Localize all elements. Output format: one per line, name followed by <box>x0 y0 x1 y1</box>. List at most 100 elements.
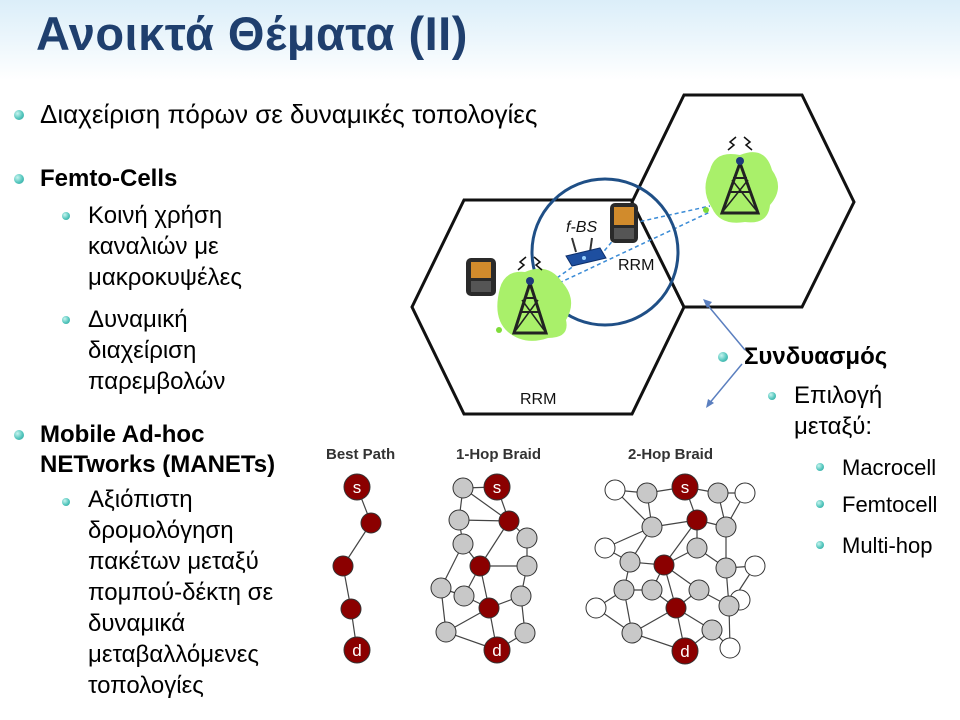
fbs-label: f-BS <box>566 219 597 236</box>
graph-node <box>636 482 658 504</box>
graph-node <box>621 622 643 644</box>
graph-nodes <box>332 473 766 665</box>
title-band <box>0 0 960 80</box>
graph-node <box>641 579 663 601</box>
text-line: μακροκυψέλες <box>88 264 242 291</box>
source-node-label: s <box>353 478 362 497</box>
text-line: τοπολογίες <box>88 672 204 699</box>
bullet-icon <box>816 463 824 471</box>
slide-title: Ανοικτά Θέματα (ΙΙ) <box>36 7 468 60</box>
path-node <box>469 555 491 577</box>
graph-node <box>688 579 710 601</box>
graph-node <box>452 533 474 555</box>
text-line: Κοινή χρήση <box>88 202 223 229</box>
bullet-icon <box>62 316 70 324</box>
graph-node <box>715 557 737 579</box>
graph-node <box>686 537 708 559</box>
bullet-resource-management: Διαχείριση πόρων σε δυναμικές τοπολογίες <box>40 99 538 129</box>
path-node <box>478 597 500 619</box>
destination-node <box>483 636 511 664</box>
path-node <box>360 512 382 534</box>
bullet-icon <box>14 174 24 184</box>
text-line: μεταξύ: <box>794 413 873 440</box>
graph-node <box>715 516 737 538</box>
text-line: Αξιόπιστη <box>88 486 193 513</box>
destination-node-label: d <box>352 641 361 660</box>
bullet-icon <box>718 352 728 362</box>
path-node <box>686 509 708 531</box>
graph-node <box>516 527 538 549</box>
destination-node-label: d <box>680 642 689 661</box>
graph-node <box>734 482 756 504</box>
text-line: παρεμβολών <box>88 368 226 395</box>
combination-heading: Συνδυασμός <box>744 343 888 370</box>
router-icon <box>565 237 607 267</box>
destination-node <box>343 636 371 664</box>
femto-heading: Femto-Cells <box>40 165 178 192</box>
graph-node <box>435 621 457 643</box>
graph-node <box>430 577 452 599</box>
femto-coverage-circle <box>530 177 680 327</box>
text-line: Δυναμική <box>88 306 188 333</box>
option-macrocell: Macrocell <box>842 455 937 480</box>
graph-title-2hop: 2-Hop Braid <box>628 446 713 463</box>
text-line: δυναμικά <box>88 610 186 637</box>
option-multihop: Multi-hop <box>842 533 933 558</box>
link-dashed <box>539 211 711 293</box>
text-line: πομπού-δέκτη σε <box>88 579 274 606</box>
graph-node <box>594 537 616 559</box>
femto-item-shared-channels: Κοινή χρήση καναλιών με μακροκυψέλες <box>88 200 242 293</box>
graph-title-1hop: 1-Hop Braid <box>456 446 541 463</box>
option-femtocell: Femtocell <box>842 492 938 517</box>
path-node <box>332 555 354 577</box>
graph-node <box>516 555 538 577</box>
graph-node <box>613 579 635 601</box>
cell-tower-icon <box>496 256 572 341</box>
text-line: Επιλογή <box>794 382 883 409</box>
bullet-icon <box>62 498 70 506</box>
graph-node <box>744 555 766 577</box>
bullet-icon <box>62 212 70 220</box>
text-line: διαχείριση <box>88 337 197 364</box>
text-line: δρομολόγηση <box>88 517 234 544</box>
text-line: καναλιών με <box>88 233 219 260</box>
text-line: NETworks (MANETs) <box>40 451 276 478</box>
source-node <box>483 473 511 501</box>
graph-node <box>707 482 729 504</box>
text-line: Mobile Ad-hoc <box>40 421 205 448</box>
graph-node <box>604 479 626 501</box>
graph-node <box>448 509 470 531</box>
cell-tower-icon <box>703 136 779 223</box>
bullet-icon <box>768 392 776 400</box>
link-dashed <box>599 231 621 257</box>
graph-node <box>701 619 723 641</box>
bullet-icon <box>14 430 24 440</box>
graph-node <box>453 585 475 607</box>
phone-icon <box>466 258 496 296</box>
manet-item-routing: Αξιόπιστη δρομολόγηση πακέτων μεταξύ πομ… <box>88 484 273 701</box>
source-node-label: s <box>493 478 502 497</box>
arrow-icon <box>703 299 746 408</box>
path-node <box>340 598 362 620</box>
path-node <box>653 554 675 576</box>
graph-node <box>719 637 741 659</box>
graph-node <box>452 477 474 499</box>
graph-node <box>510 585 532 607</box>
rrm-macro-label: RRM <box>520 391 556 408</box>
source-node <box>343 473 371 501</box>
graph-node <box>718 595 740 617</box>
destination-node-label: d <box>492 641 501 660</box>
graph-node <box>619 551 641 573</box>
source-node <box>671 473 699 501</box>
combination-sub: Επιλογή μεταξύ: <box>794 380 882 442</box>
graph-title-best-path: Best Path <box>326 446 395 463</box>
text-line: πακέτων μεταξύ <box>88 548 259 575</box>
destination-node <box>671 637 699 665</box>
graph-node <box>585 597 607 619</box>
phone-icon <box>610 203 638 243</box>
rrm-femto-label: RRM <box>618 257 654 274</box>
bullet-icon <box>816 541 824 549</box>
